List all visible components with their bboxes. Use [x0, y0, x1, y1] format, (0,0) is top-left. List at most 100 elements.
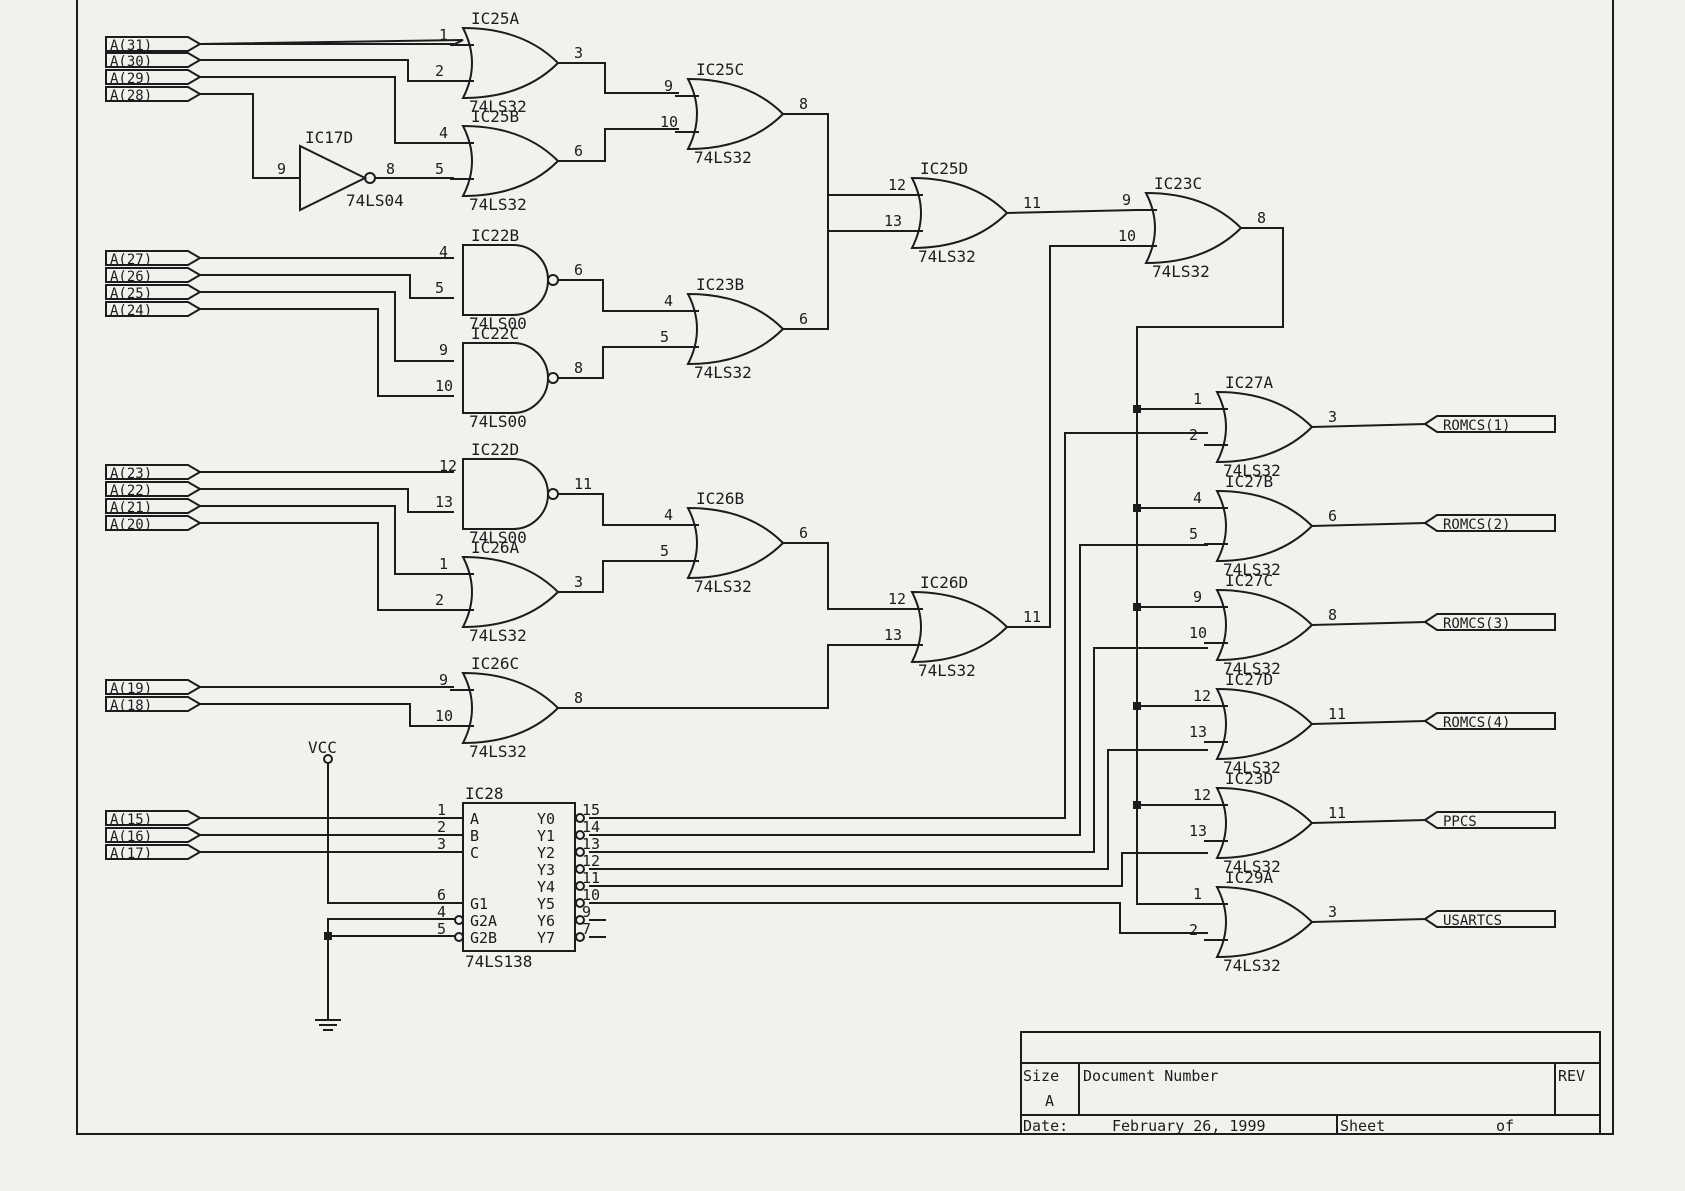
- input-port-flag: [105, 515, 202, 531]
- ic26b-pin-a: 4: [664, 506, 673, 524]
- vcc-symbol: VCC: [308, 738, 464, 904]
- ic27a-part: 74LS32: [1223, 461, 1281, 480]
- ic22c-body: [462, 342, 549, 414]
- ic26b-pin-out: 6: [799, 524, 808, 542]
- output-port-flag: [1423, 415, 1556, 433]
- ic22c-pin-a: 9: [439, 341, 448, 359]
- wire: [589, 432, 1208, 819]
- ic25a-part: 74LS32: [469, 97, 527, 116]
- decoder-output-pin: 12: [582, 852, 600, 870]
- ic27a-pin-out: 3: [1328, 408, 1337, 426]
- ic23c-pin-out: 8: [1257, 209, 1266, 227]
- decoder-part: 74LS138: [465, 952, 532, 971]
- input-port-flag: [105, 267, 202, 283]
- input-port-flag: [105, 69, 202, 85]
- ic23c-pin-b: 10: [1118, 227, 1136, 245]
- ic25c-pin-a: 9: [664, 77, 673, 95]
- output-port-flag: [1423, 712, 1556, 730]
- decoder-output-pin: 9: [582, 903, 591, 921]
- ic25c-pin-out: 8: [799, 95, 808, 113]
- ic25a-pin-a: 1: [439, 26, 448, 44]
- wire: [557, 560, 679, 593]
- input-port-flag: [105, 827, 202, 843]
- junction-dot: [1133, 504, 1141, 512]
- sheet-border: [76, 0, 1614, 1135]
- decoder-enable-pin: 4: [437, 903, 446, 921]
- decoder-enable-bubble: [454, 932, 464, 942]
- gate-ic25c: IC25C 74LS32 9 10 8: [660, 60, 808, 167]
- input-port-label: A(17): [110, 846, 152, 862]
- ic27c-body: [1215, 588, 1314, 662]
- ic22b-body: [462, 244, 549, 316]
- ic23d-pin-b: 13: [1189, 822, 1207, 840]
- input-port-label: A(26): [110, 269, 152, 285]
- wire: [589, 749, 1208, 870]
- ic27b-part: 74LS32: [1223, 560, 1281, 579]
- wire: [782, 230, 903, 330]
- ic26c-pin-b: 10: [435, 707, 453, 725]
- wire: [1310, 521, 1427, 528]
- output-port-flag: [1423, 910, 1556, 928]
- ic22d-pin-b: 13: [435, 493, 453, 511]
- input-port: A(15): [105, 810, 202, 828]
- input-port-flag: [105, 844, 202, 860]
- ic17d-bubble: [364, 172, 376, 184]
- decoder-output-label: Y6: [537, 912, 555, 930]
- wire: [199, 274, 454, 299]
- wire: [557, 128, 679, 162]
- decoder-input-pin: 3: [437, 835, 446, 853]
- ic25c-pin-b: 10: [660, 113, 678, 131]
- wire: [199, 488, 454, 513]
- decoder-enable-label: G2A: [470, 912, 497, 930]
- decoder-output-label: Y7: [537, 929, 555, 947]
- wire: [199, 703, 454, 727]
- output-port: ROMCS(3): [1423, 613, 1556, 632]
- decoder-input-label: B: [470, 827, 479, 845]
- date-label: Date:: [1023, 1117, 1068, 1135]
- ic22c-pin-b: 10: [435, 377, 453, 395]
- ic23b-body: [686, 292, 785, 366]
- decoder-input-label: C: [470, 844, 479, 862]
- input-port-label: A(19): [110, 681, 152, 697]
- ic25b-ref: IC25B: [471, 107, 519, 126]
- ic26d-pin-a: 12: [888, 590, 906, 608]
- ic26d-ref: IC26D: [920, 573, 968, 592]
- wires: [198, 39, 1427, 941]
- decoder-output-bubble: [575, 881, 585, 891]
- wire: [589, 647, 1208, 853]
- ic26b-ref: IC26B: [696, 489, 744, 508]
- ic27d-body: [1215, 687, 1314, 761]
- ic27a-body: [1215, 390, 1314, 464]
- wire: [1310, 422, 1427, 429]
- output-port: USARTCS: [1423, 910, 1556, 929]
- ic25c-ref: IC25C: [696, 60, 744, 79]
- wire: [199, 522, 454, 611]
- decoder-enable-label: G2B: [470, 929, 497, 947]
- ic27b-ref: IC27B: [1225, 472, 1273, 491]
- ic25c-part: 74LS32: [694, 148, 752, 167]
- junction-dot: [1133, 405, 1141, 413]
- ic25b-pin-out: 6: [574, 142, 583, 160]
- ic25d-pin-out: 11: [1023, 194, 1041, 212]
- ic22b-bubble: [547, 274, 559, 286]
- ic23c-ref: IC23C: [1154, 174, 1202, 193]
- input-port-label: A(22): [110, 483, 152, 499]
- ground-symbol: [315, 918, 341, 1031]
- decoder-output-bubble: [575, 847, 585, 857]
- wire: [589, 544, 1208, 836]
- input-port: A(16): [105, 827, 202, 845]
- ic27b-pin-b: 5: [1189, 525, 1198, 543]
- decoder-output-pin: 7: [582, 920, 591, 938]
- decoder-output-pin: 13: [582, 835, 600, 853]
- ic17d-ref: IC17D: [305, 128, 353, 147]
- decoder-input-pin: 2: [437, 818, 446, 836]
- size-label: Size: [1023, 1067, 1059, 1085]
- junction-dot: [1133, 801, 1141, 809]
- input-port-label: A(20): [110, 517, 152, 533]
- wire: [199, 291, 454, 362]
